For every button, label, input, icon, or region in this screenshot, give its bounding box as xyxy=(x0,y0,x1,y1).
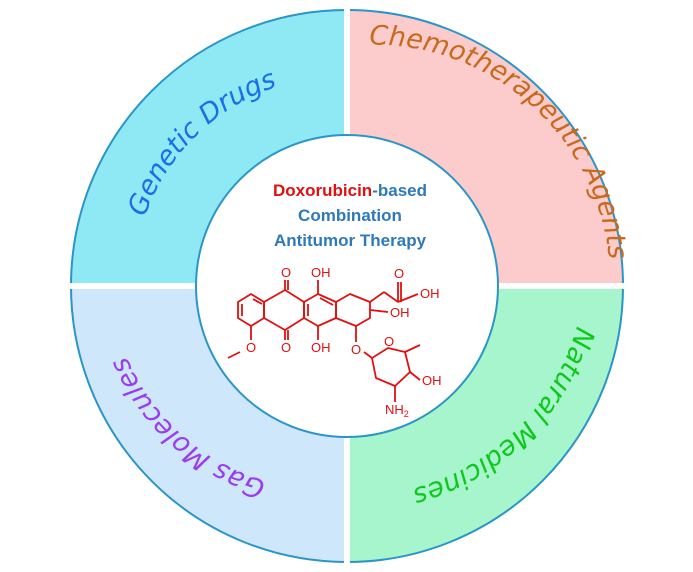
sugar-hydroxyl-bond xyxy=(409,371,421,381)
chain-bond xyxy=(397,293,419,303)
atom-label-oh-sugar: OH xyxy=(422,373,442,388)
molecule-atom-labels: O OH O OH OH O OH O O O OH NH2 xyxy=(246,265,442,419)
atom-label-o-quinone-2: O xyxy=(281,340,291,355)
glycosidic-link xyxy=(363,351,373,359)
atom-label-o-quinone: O xyxy=(281,265,291,280)
atom-label-o-ketone: O xyxy=(394,266,404,281)
side-chain-bond xyxy=(369,291,385,303)
sugar-methyl-bond xyxy=(404,344,421,353)
atom-label-oh-bottom: OH xyxy=(311,340,331,355)
center-circle xyxy=(195,134,499,438)
ring-c-double-bond-2 xyxy=(319,297,334,306)
atom-label-o-link: O xyxy=(351,342,361,357)
methoxy-methyl-bond xyxy=(227,351,241,359)
atom-label-nh2: NH2 xyxy=(385,402,409,419)
ring-d-bond xyxy=(335,293,371,327)
atom-label-o-methoxy: O xyxy=(246,340,256,355)
atom-label-oh-chain: OH xyxy=(420,286,440,301)
ring-a-double-bond-2 xyxy=(252,298,263,305)
atom-label-oh-top: OH xyxy=(311,265,331,280)
title-suffix: -based xyxy=(372,181,427,200)
title-line-1: Doxorubicin-based xyxy=(210,178,490,203)
center-title: Doxorubicin-based Combination Antitumor … xyxy=(210,178,490,253)
side-chain-bond-2 xyxy=(383,291,399,303)
atom-label-oh-ring: OH xyxy=(390,305,410,320)
doxorubicin-structure xyxy=(227,280,421,402)
drug-name: Doxorubicin xyxy=(273,181,373,200)
ring-hydroxyl-bond xyxy=(369,309,389,313)
title-line-2: Combination xyxy=(298,206,402,225)
atom-label-o-sugar: O xyxy=(384,334,394,349)
title-line-3: Antitumor Therapy xyxy=(273,231,427,250)
